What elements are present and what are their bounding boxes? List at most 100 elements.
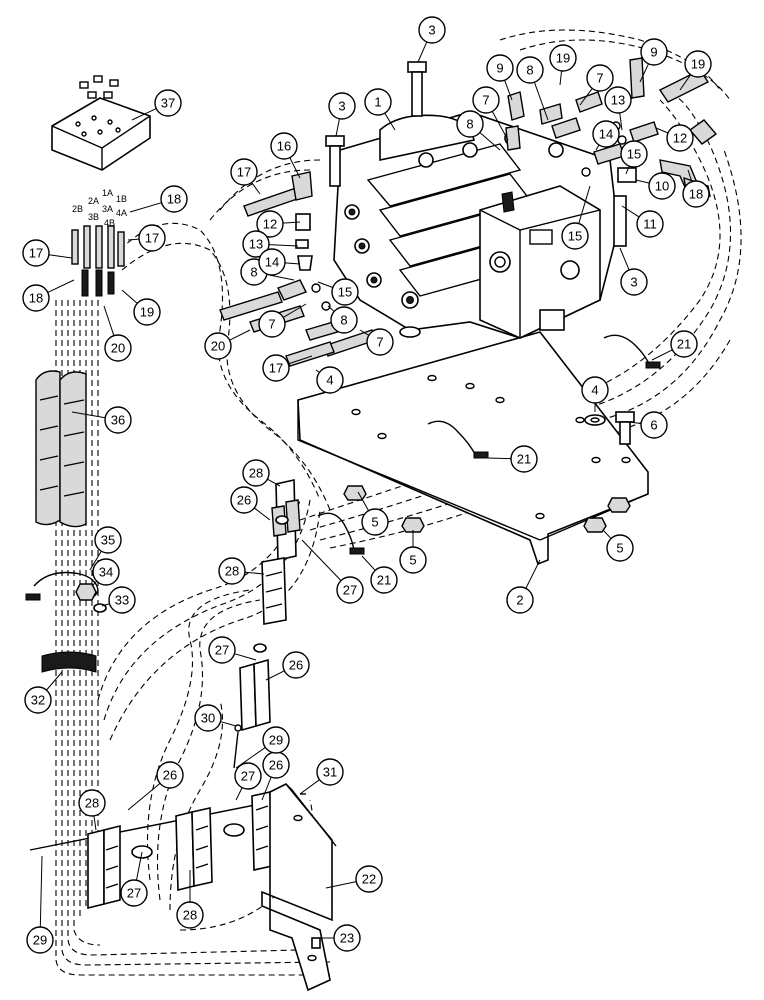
callout-c8d: 8 (330, 306, 358, 334)
callout-c8a: 8 (516, 56, 544, 84)
callout-c37: 37 (154, 89, 182, 117)
callout-label: 4 (591, 383, 598, 398)
callout-c10: 10 (648, 172, 676, 200)
callout-label: 8 (340, 313, 347, 328)
callout-label: 12 (673, 131, 687, 146)
callout-c8b: 8 (456, 110, 484, 138)
fittings-left (219, 171, 377, 367)
callout-label: 14 (265, 255, 279, 270)
leader-c28a (267, 478, 281, 487)
callout-label: 3 (630, 275, 637, 290)
callout-c31: 31 (316, 758, 344, 786)
callout-c7c: 7 (258, 310, 286, 338)
leader-c17c (127, 238, 140, 241)
callout-c14b: 14 (592, 120, 620, 148)
leader-c36 (71, 411, 106, 419)
callout-c3b: 3 (328, 92, 356, 120)
callout-c22: 22 (355, 865, 383, 893)
callout-c27a: 27 (336, 576, 364, 604)
leader-c27d (135, 851, 143, 881)
callout-c13a: 13 (242, 230, 270, 258)
leader-c15b (578, 185, 591, 224)
callout-label: 5 (409, 553, 416, 568)
callout-c12b: 12 (666, 124, 694, 152)
callout-c13b: 13 (604, 86, 632, 114)
leader-c33 (101, 603, 110, 607)
leader-c12b (655, 127, 669, 134)
callout-c29a: 29 (262, 726, 290, 754)
callout-label: 30 (201, 711, 215, 726)
callout-label: 28 (249, 466, 263, 481)
callout-c27d: 27 (120, 879, 148, 907)
callout-label: 34 (99, 565, 113, 580)
callout-c17c: 17 (138, 224, 166, 252)
leader-c5c (602, 529, 612, 539)
callout-c9a: 9 (486, 54, 514, 82)
callout-label: 17 (269, 361, 283, 376)
leader-c9b (639, 63, 649, 83)
callout-label: 2 (516, 593, 523, 608)
callout-label: 3 (428, 23, 435, 38)
callout-label: 27 (215, 643, 229, 658)
callout-c17d: 17 (262, 354, 290, 382)
leader-c15a (317, 281, 333, 288)
leader-c16 (289, 157, 301, 179)
leader-c17b (48, 254, 73, 259)
leader-c37 (131, 108, 157, 121)
callout-label: 1 (374, 95, 381, 110)
callout-label: 17 (29, 246, 43, 261)
callout-label: 26 (269, 758, 283, 773)
callout-label: 17 (237, 165, 251, 180)
port-label-p3a: 3A (102, 204, 113, 214)
callout-c5a: 5 (361, 508, 389, 536)
callout-label: 29 (33, 933, 47, 948)
callout-c27b: 27 (208, 636, 236, 664)
callout-c7a: 7 (472, 86, 500, 114)
callout-c26c: 26 (156, 761, 184, 789)
callout-c12a: 12 (256, 210, 284, 238)
callout-label: 7 (268, 317, 275, 332)
callout-label: 22 (362, 872, 376, 887)
callout-label: 13 (611, 93, 625, 108)
callout-label: 7 (482, 93, 489, 108)
leader-c7a (491, 111, 509, 141)
callout-label: 15 (568, 229, 582, 244)
leader-c12a (282, 221, 301, 224)
callout-label: 37 (161, 96, 175, 111)
callout-c17a: 17 (230, 158, 258, 186)
leader-c8d (327, 305, 335, 312)
callout-c28b: 28 (218, 557, 246, 585)
callout-label: 27 (127, 886, 141, 901)
leader-c19a (121, 289, 138, 304)
callout-label: 14 (599, 127, 613, 142)
callout-c4a: 4 (316, 366, 344, 394)
manifold-block (51, 75, 151, 171)
leader-c18a (129, 202, 162, 213)
callout-c33: 33 (108, 586, 136, 614)
callout-label: 26 (163, 768, 177, 783)
callout-label: 20 (111, 341, 125, 356)
callout-c14a: 14 (258, 248, 286, 276)
clamp-stack-lower (29, 791, 290, 910)
callout-label: 33 (115, 593, 129, 608)
callout-c7d: 7 (366, 328, 394, 356)
leader-c21b (487, 457, 512, 460)
callout-label: 29 (269, 733, 283, 748)
callout-c28c: 28 (78, 789, 106, 817)
callout-label: 28 (85, 796, 99, 811)
callout-c35: 35 (94, 526, 122, 554)
callout-leaders (39, 41, 693, 939)
callout-label: 11 (643, 217, 657, 232)
support-bracket (261, 782, 337, 992)
callout-label: 4 (326, 373, 333, 388)
leader-c7c (282, 303, 307, 318)
port-label-p1a: 1A (102, 188, 113, 198)
callout-label: 35 (101, 533, 115, 548)
callout-label: 16 (277, 139, 291, 154)
callout-label: 9 (650, 45, 657, 60)
callout-label: 23 (340, 931, 354, 946)
callout-c28d: 28 (176, 901, 204, 929)
leader-c2 (525, 559, 541, 589)
callout-c2: 2 (506, 586, 534, 614)
